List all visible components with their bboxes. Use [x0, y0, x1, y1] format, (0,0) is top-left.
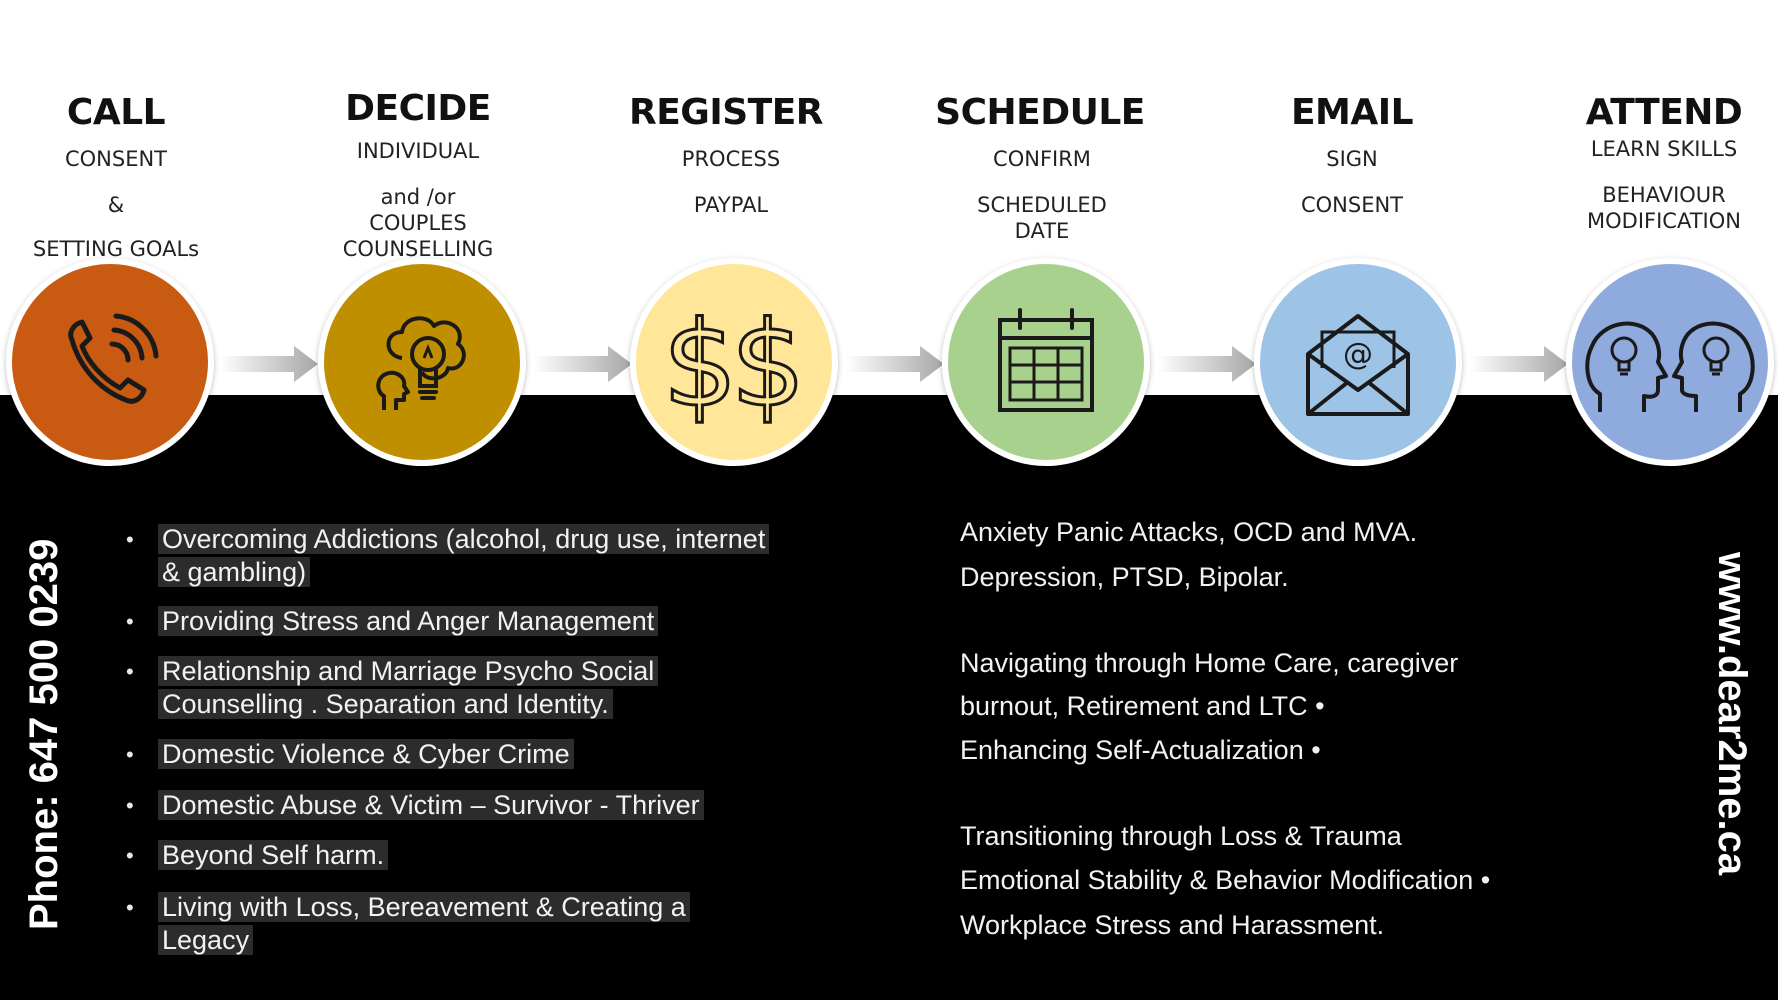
- step-subtitle: DATE: [1014, 219, 1070, 243]
- step-subtitle: COUNSELLING: [342, 237, 494, 261]
- register-circle: $ $: [630, 258, 838, 466]
- decide-circle: [318, 258, 526, 466]
- step-title: DECIDE: [345, 88, 491, 129]
- step-subtitle: SETTING GOALs: [32, 237, 200, 261]
- svg-text:$: $: [730, 297, 804, 427]
- email-circle: @: [1254, 258, 1462, 466]
- right-text-line: Depression, PTSD, Bipolar.: [960, 562, 1289, 592]
- step-subtitle: PROCESS: [681, 147, 781, 171]
- list-item: •Beyond Self harm.: [122, 839, 842, 872]
- step-title: EMAIL: [1290, 92, 1414, 133]
- step-subtitle: &: [107, 193, 125, 217]
- list-item-text: Beyond Self harm.: [158, 840, 389, 870]
- list-item: •Living with Loss, Bereavement & Creatin…: [122, 891, 842, 957]
- arrow-right-icon: [1158, 346, 1256, 382]
- arrow-right-icon: [846, 346, 944, 382]
- right-text-line: Enhancing Self-Actualization •: [960, 735, 1321, 765]
- list-item: •Overcoming Addictions (alcohol, drug us…: [122, 523, 842, 589]
- step-subtitle: CONSENT: [64, 147, 168, 171]
- arrow-right-icon: [534, 346, 632, 382]
- list-item: •Domestic Abuse & Victim – Survivor - Th…: [122, 789, 842, 822]
- right-text-line: burnout, Retirement and LTC •: [960, 691, 1325, 721]
- arrow-right-icon: [220, 346, 318, 382]
- step-subtitle: COUPLES: [369, 211, 467, 235]
- step-subtitle: INDIVIDUAL: [356, 139, 480, 163]
- call-circle: [6, 258, 214, 466]
- attend-circle: [1566, 258, 1774, 466]
- services-list-left: •Overcoming Addictions (alcohol, drug us…: [122, 523, 842, 957]
- step-title: REGISTER: [628, 92, 824, 133]
- email-envelope-icon: @: [1306, 314, 1410, 416]
- website-url[interactable]: www.dear2me.ca: [1710, 552, 1754, 876]
- step-subtitle: CONSENT: [1300, 193, 1404, 217]
- list-item: •Relationship and Marriage Psycho Social…: [122, 655, 842, 721]
- step-subtitle: LEARN SKILLS: [1590, 137, 1738, 161]
- right-text-line: Emotional Stability & Behavior Modificat…: [960, 865, 1491, 895]
- list-item-text: Providing Stress and Anger Management: [158, 606, 659, 636]
- list-item-text: Domestic Abuse & Victim – Survivor - Thr…: [158, 790, 704, 820]
- right-text-line: Workplace Stress and Harassment.: [960, 910, 1385, 940]
- step-title: SCHEDULE: [935, 92, 1145, 133]
- heads-lightbulb-icon: [1585, 321, 1755, 412]
- list-item: •Domestic Violence & Cyber Crime: [122, 738, 842, 771]
- phone-number[interactable]: Phone: 647 500 0239: [22, 538, 66, 930]
- schedule-circle: [942, 258, 1150, 466]
- right-text-line: Transitioning through Loss & Trauma: [960, 821, 1402, 851]
- step-title: ATTEND: [1585, 92, 1743, 133]
- list-item-text: Domestic Violence & Cyber Crime: [158, 739, 574, 769]
- brain-lightbulb-icon: [376, 316, 466, 410]
- calendar-icon: [998, 308, 1094, 412]
- phone-icon: [68, 313, 159, 404]
- svg-text:$: $: [664, 297, 738, 427]
- step-subtitle: MODIFICATION: [1587, 209, 1741, 233]
- arrow-right-icon: [1470, 346, 1568, 382]
- step-subtitle: PAYPAL: [693, 193, 769, 217]
- list-item-text: Living with Loss, Bereavement & Creating…: [158, 892, 690, 955]
- step-title: CALL: [66, 92, 166, 133]
- list-item: •Providing Stress and Anger Management: [122, 605, 842, 638]
- list-item-text: Overcoming Addictions (alcohol, drug use…: [158, 524, 770, 587]
- right-text-line: Navigating through Home Care, caregiver: [960, 648, 1459, 678]
- right-text-line: Anxiety Panic Attacks, OCD and MVA.: [960, 517, 1418, 547]
- step-subtitle: CONFIRM: [993, 147, 1091, 171]
- step-subtitle: SCHEDULED: [977, 193, 1107, 217]
- dollar-icon: $ $: [664, 297, 804, 427]
- svg-text:@: @: [1343, 337, 1373, 372]
- step-subtitle: BEHAVIOUR: [1602, 183, 1726, 207]
- step-subtitle: SIGN: [1326, 147, 1378, 171]
- step-subtitle: and /or: [380, 185, 456, 209]
